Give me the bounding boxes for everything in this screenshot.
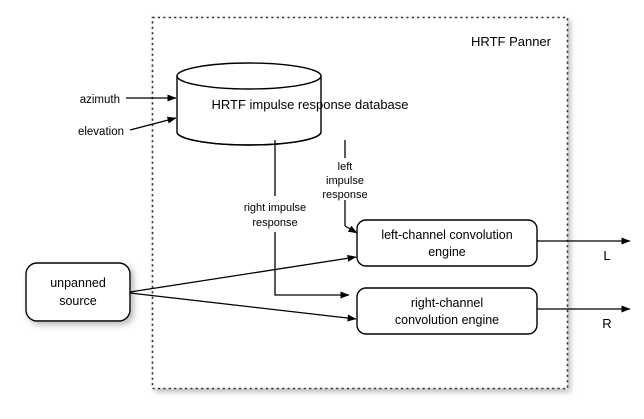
left-engine-label-line1: left-channel convolution [381, 228, 512, 242]
left-impulse-label-line2: impulse [326, 175, 364, 187]
panner-title: HRTF Panner [471, 34, 552, 49]
output-right: R [537, 305, 631, 331]
node-database: HRTF impulse response database [176, 62, 409, 146]
source-left-arrow [129, 254, 357, 293]
edge-right-impulse-response: right impulse response [244, 140, 350, 299]
unpanned-source-label-line1: unpanned [50, 276, 106, 290]
edge-source-to-right-engine [129, 292, 357, 322]
edge-left-impulse-response: left impulse response [322, 140, 368, 234]
right-output-label: R [602, 316, 611, 331]
left-impulse-label-line3: response [322, 189, 367, 201]
azimuth-label: azimuth [80, 94, 120, 106]
left-output-label: L [603, 248, 610, 263]
source-right-arrow [129, 292, 357, 322]
right-impulse-line-lower [274, 232, 350, 299]
left-engine-box [356, 219, 538, 267]
cylinder-top [176, 62, 322, 90]
elevation-arrow [129, 116, 177, 131]
right-engine-label-line2: convolution engine [395, 313, 499, 327]
right-engine-box [356, 287, 538, 335]
right-impulse-label-line2: response [252, 217, 297, 229]
left-impulse-arrow [344, 225, 358, 234]
node-unpanned-source: unpanned source [25, 262, 131, 322]
input-azimuth: azimuth [80, 94, 177, 106]
output-left: L [537, 237, 631, 263]
cylinder-bottom-arc [176, 131, 322, 146]
right-impulse-label-line1: right impulse [244, 202, 306, 214]
edge-source-to-left-engine [129, 254, 357, 293]
elevation-label: elevation [78, 126, 124, 138]
node-right-engine: right-channel convolution engine [356, 287, 538, 335]
left-engine-label-line2: engine [428, 245, 466, 259]
unpanned-source-box [25, 262, 131, 322]
database-label: HRTF impulse response database [211, 97, 408, 112]
node-left-engine: left-channel convolution engine [356, 219, 538, 267]
left-impulse-label-line1: left [338, 161, 353, 173]
right-engine-label-line1: right-channel [411, 296, 483, 310]
input-elevation: elevation [78, 116, 177, 138]
unpanned-source-label-line2: source [59, 294, 97, 308]
